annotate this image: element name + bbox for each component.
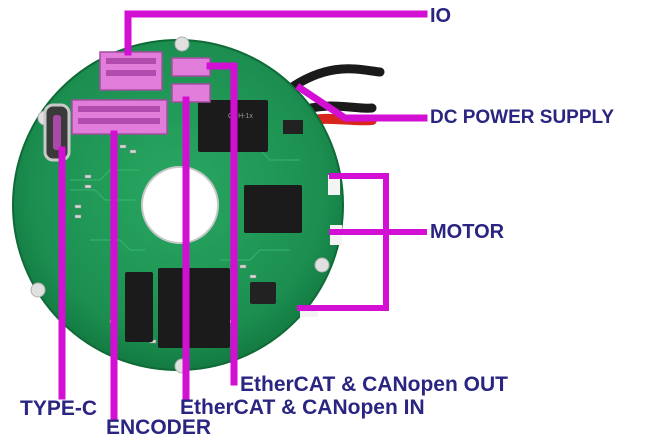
chip-bottom-mid	[158, 268, 230, 348]
dc-power-supply-label: DC POWER SUPPLY	[430, 107, 615, 128]
ecat-in-connector	[171, 83, 211, 103]
chip-top-marking: CNH-1x	[228, 113, 253, 120]
io-label: IO	[430, 5, 452, 27]
motor-label: MOTOR	[430, 221, 505, 243]
ethercat-canopen-in-label: EtherCAT & CANopen IN	[180, 396, 425, 419]
chip-bottom-left	[125, 272, 153, 342]
encoder-connector	[71, 99, 168, 135]
type-c-label: TYPE-C	[20, 397, 98, 420]
ecat-out-connector	[171, 57, 211, 77]
center-hole	[141, 166, 219, 244]
pcb-board: CNH-1x	[12, 36, 344, 374]
chip-small	[250, 282, 276, 304]
encoder-label: ENCODER	[106, 416, 212, 439]
ethercat-canopen-out-label: EtherCAT & CANopen OUT	[240, 373, 508, 396]
leader-lines	[58, 10, 428, 422]
chip-right	[244, 185, 302, 233]
